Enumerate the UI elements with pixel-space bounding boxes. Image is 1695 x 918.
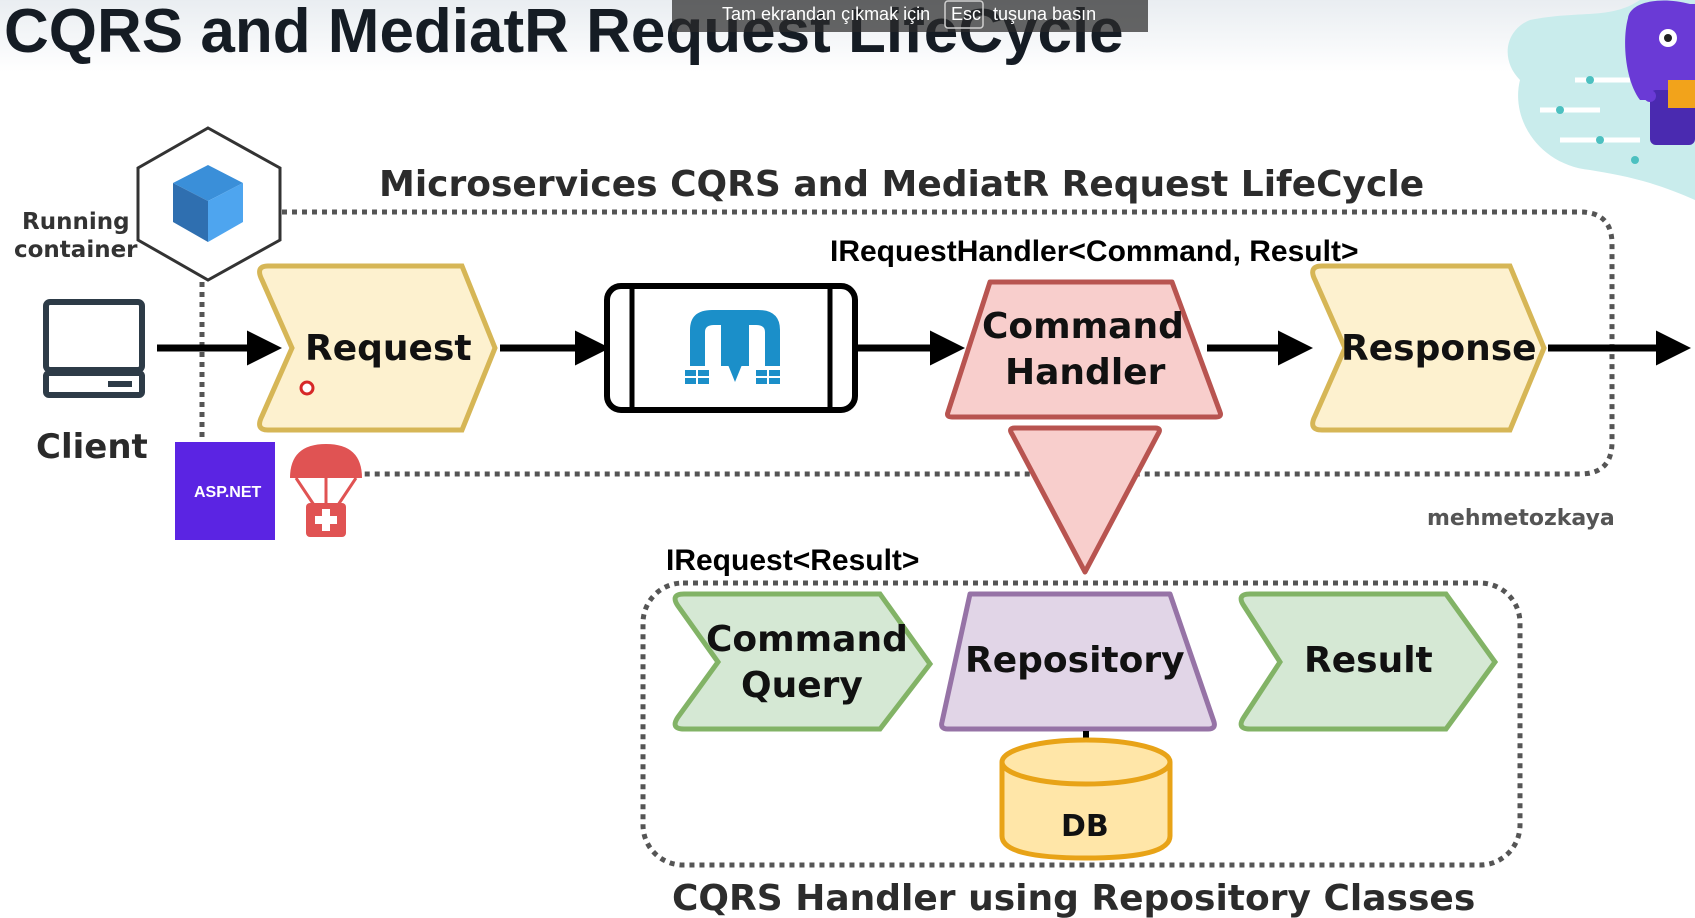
response-shape — [1310, 263, 1547, 433]
handler-to-repository-triangle — [1008, 425, 1162, 575]
fullscreen-notice-suffix: tuşuna basın — [993, 4, 1096, 24]
command-handler-line1: Command — [982, 306, 1184, 347]
cursor-marker — [299, 380, 315, 396]
mediatr-logo-icon — [685, 310, 780, 384]
container-cube-icon — [136, 126, 282, 282]
command-query-line1: Command — [706, 619, 908, 660]
aspnet-logo: ASP.NET — [175, 442, 275, 540]
result-label: Result — [1304, 640, 1433, 681]
handler-signature: IRequestHandler<Command, Result> — [830, 235, 1358, 268]
parachute-icon — [290, 444, 362, 537]
repository-label: Repository — [965, 640, 1185, 681]
db-label: DB — [1061, 809, 1109, 844]
command-query-shape — [672, 591, 934, 732]
diagram-bottom-title: CQRS Handler using Repository Classes — [672, 878, 1475, 918]
result-shape — [1238, 591, 1499, 732]
response-label: Response — [1341, 328, 1537, 369]
fullscreen-notice-prefix: Tam ekrandan çıkmak için — [722, 4, 930, 24]
client-label: Client — [36, 427, 148, 467]
running-container-line2: container — [14, 237, 138, 263]
computer-icon — [43, 299, 145, 398]
author-label: mehmetozkaya — [1427, 506, 1615, 531]
request-signature: IRequest<Result> — [666, 544, 919, 577]
aspnet-logo-label: ASP.NET — [194, 484, 262, 501]
command-query-line2: Query — [741, 665, 863, 706]
fullscreen-notice: Tam ekrandan çıkmak için Esc tuşuna bası… — [672, 0, 1148, 32]
repository-shape — [939, 591, 1217, 732]
request-shape — [257, 263, 498, 433]
fullscreen-notice-key: Esc — [951, 4, 981, 24]
request-label: Request — [305, 328, 472, 369]
command-handler-line2: Handler — [1005, 352, 1166, 393]
repository-classes-boundary — [640, 580, 1523, 868]
running-container-boundary — [282, 209, 1615, 477]
command-handler-shape — [945, 279, 1223, 420]
database-shape — [999, 737, 1173, 861]
running-container-line1: Running — [22, 209, 130, 235]
esc-key-box — [944, 0, 984, 29]
mascot-illustration — [1507, 0, 1695, 200]
diagram-top-title: Microservices CQRS and MediatR Request L… — [379, 164, 1424, 205]
